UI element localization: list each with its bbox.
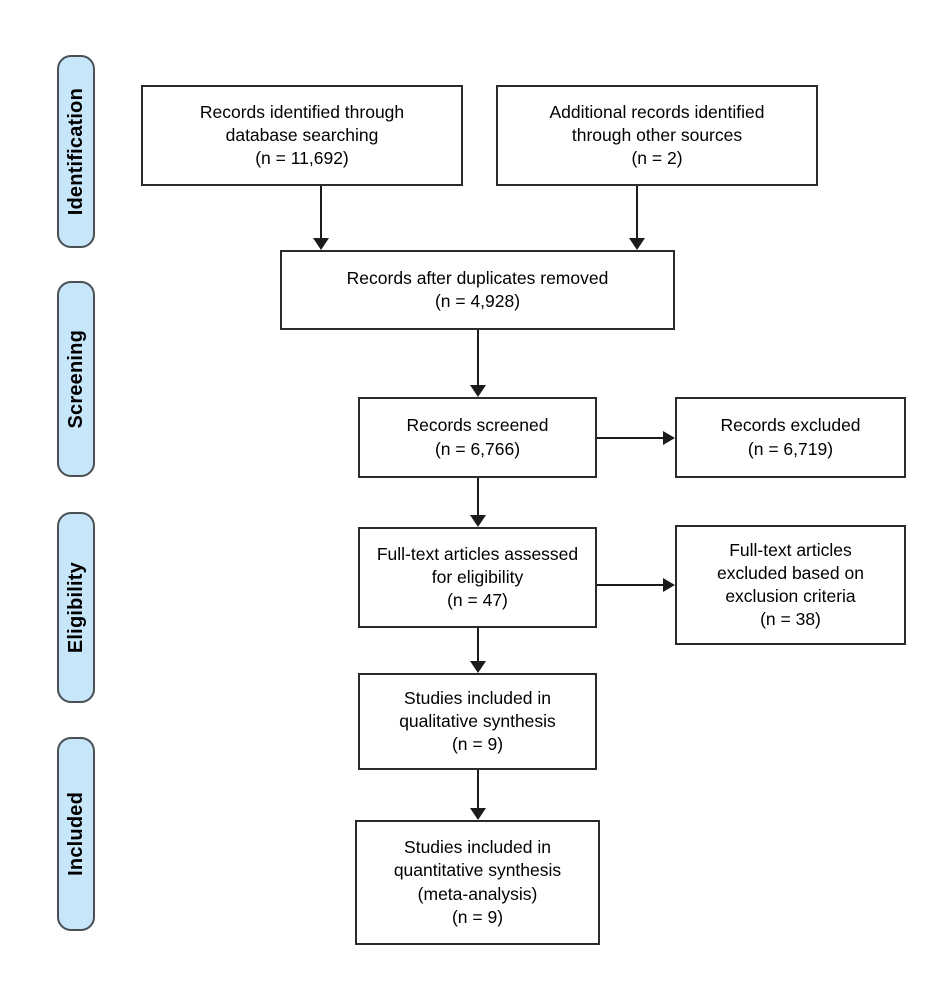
stage-included: Included bbox=[57, 737, 95, 931]
stage-screening-label: Screening bbox=[65, 329, 87, 429]
stage-eligibility-label: Eligibility bbox=[65, 561, 87, 654]
box-additional-records-other-sources: Additional records identified through ot… bbox=[496, 85, 818, 186]
connector-fulltext-to-fulltext-excluded bbox=[597, 584, 663, 586]
box-full-text-assessed: Full-text articles assessed for eligibil… bbox=[358, 527, 597, 628]
box-studies-quantitative-synthesis: Studies included in quantitative synthes… bbox=[355, 820, 600, 945]
connector-screened-to-excluded bbox=[597, 437, 663, 439]
connector-screened-to-fulltext bbox=[477, 478, 479, 515]
arrowhead-additional-to-duplicates bbox=[629, 238, 645, 250]
box-full-text-excluded: Full-text articles excluded based on exc… bbox=[675, 525, 906, 645]
stage-screening: Screening bbox=[57, 281, 95, 477]
stage-eligibility: Eligibility bbox=[57, 512, 95, 703]
box-full-text-excluded-text: Full-text articles excluded based on exc… bbox=[717, 539, 864, 630]
arrowhead-fulltext-to-fulltext-excluded bbox=[663, 578, 675, 592]
box-records-screened-text: Records screened (n = 6,766) bbox=[406, 415, 549, 459]
arrowhead-identified-to-duplicates bbox=[313, 238, 329, 250]
connector-identified-to-duplicates bbox=[320, 186, 322, 238]
connector-duplicates-to-screened bbox=[477, 330, 479, 385]
arrowhead-duplicates-to-screened bbox=[470, 385, 486, 397]
box-additional-records-other-sources-text: Additional records identified through ot… bbox=[549, 101, 765, 169]
box-studies-qualitative-synthesis: Studies included in qualitative synthesi… bbox=[358, 673, 597, 770]
connector-fulltext-to-qualitative bbox=[477, 628, 479, 661]
connector-qualitative-to-quantitative bbox=[477, 770, 479, 808]
box-records-identified-database: Records identified through database sear… bbox=[141, 85, 463, 186]
box-studies-qualitative-synthesis-text: Studies included in qualitative synthesi… bbox=[399, 687, 556, 755]
arrowhead-screened-to-fulltext bbox=[470, 515, 486, 527]
box-studies-quantitative-synthesis-text: Studies included in quantitative synthes… bbox=[393, 837, 562, 927]
box-records-screened: Records screened (n = 6,766) bbox=[358, 397, 597, 478]
box-records-after-duplicates-removed: Records after duplicates removed (n = 4,… bbox=[280, 250, 675, 330]
box-records-excluded-text: Records excluded (n = 6,719) bbox=[720, 415, 861, 459]
connector-additional-to-duplicates bbox=[636, 186, 638, 238]
stage-identification-label: Identification bbox=[65, 87, 87, 216]
stage-identification: Identification bbox=[57, 55, 95, 248]
box-full-text-assessed-text: Full-text articles assessed for eligibil… bbox=[376, 543, 579, 611]
arrowhead-qualitative-to-quantitative bbox=[470, 808, 486, 820]
arrowhead-screened-to-excluded bbox=[663, 431, 675, 445]
box-records-excluded: Records excluded (n = 6,719) bbox=[675, 397, 906, 478]
box-records-after-duplicates-removed-text: Records after duplicates removed (n = 4,… bbox=[346, 267, 609, 311]
stage-included-label: Included bbox=[65, 792, 87, 876]
box-records-identified-database-text: Records identified through database sear… bbox=[199, 101, 405, 169]
arrowhead-fulltext-to-qualitative bbox=[470, 661, 486, 673]
